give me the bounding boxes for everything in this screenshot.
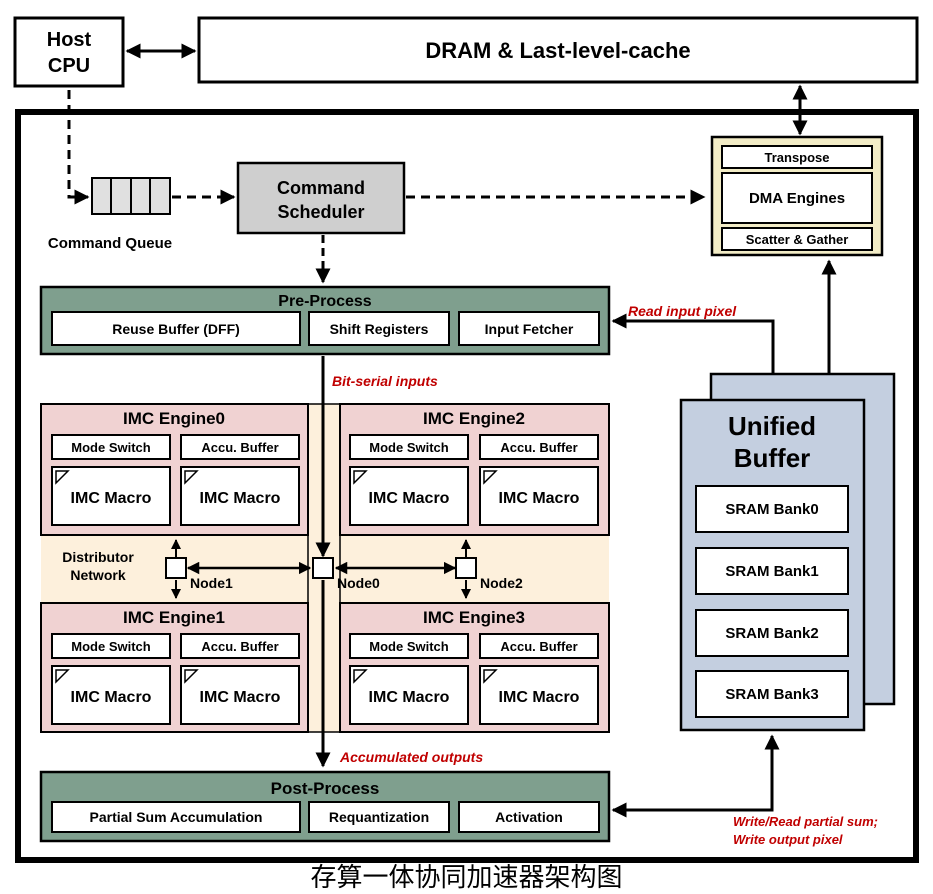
macro-corner-icon	[353, 470, 368, 485]
imc-engine2: IMC Engine2 Mode Switch Accu. Buffer IMC…	[339, 403, 610, 536]
imc-engine2-title: IMC Engine2	[423, 409, 525, 428]
distributor-label-2: Network	[70, 567, 125, 583]
host-to-queue-arrow	[67, 90, 90, 205]
node1-label: Node1	[190, 575, 233, 591]
mode-switch-label: Mode Switch	[71, 440, 151, 455]
macro-corner-icon	[55, 669, 70, 684]
imc-macro-label: IMC Macro	[71, 689, 152, 706]
imc-macro-label: IMC Macro	[200, 689, 281, 706]
partial-sum-label: Partial Sum Accumulation	[90, 809, 263, 825]
command-queue: Command Queue	[48, 177, 172, 252]
host-cpu-label-2: CPU	[48, 55, 90, 77]
accumulated-outputs-label: Accumulated outputs	[339, 749, 483, 765]
node1-box	[165, 557, 187, 579]
imc-engine1: IMC Engine1 Mode Switch Accu. Buffer IMC…	[40, 602, 309, 733]
macro-corner-icon	[184, 470, 199, 485]
unified-buffer-title-2: Buffer	[734, 443, 811, 473]
transpose-label: Transpose	[764, 150, 829, 165]
accu-buffer-label: Accu. Buffer	[201, 639, 278, 654]
macro-corner-icon	[55, 470, 70, 485]
node0-box	[312, 557, 334, 579]
dram-block: DRAM & Last-level-cache	[197, 16, 919, 84]
unified-buffer-title-1: Unified	[728, 411, 816, 441]
node2-box	[455, 557, 477, 579]
reuse-buffer-label: Reuse Buffer (DFF)	[112, 321, 240, 337]
scheduler-label-2: Scheduler	[277, 202, 364, 222]
requantization-label: Requantization	[329, 809, 429, 825]
unified-buffer: Unified Buffer SRAM Bank0 SRAM Bank1 SRA…	[679, 372, 896, 732]
post-process-block: Post-Process Partial Sum Accumulation Re…	[39, 770, 611, 843]
imc-engine3: IMC Engine3 Mode Switch Accu. Buffer IMC…	[339, 602, 610, 733]
imc-engine3-title: IMC Engine3	[423, 608, 525, 627]
host-cpu-block: Host CPU	[13, 16, 125, 88]
scheduler-label-1: Command	[277, 178, 365, 198]
read-input-pixel-label: Read input pixel	[628, 303, 737, 319]
distributor-label-1: Distributor	[62, 549, 134, 565]
pre-process-block: Pre-Process Reuse Buffer (DFF) Shift Reg…	[39, 285, 611, 356]
post-process-title: Post-Process	[271, 779, 380, 798]
imc-macro-label: IMC Macro	[71, 490, 152, 507]
node2-label: Node2	[480, 575, 523, 591]
accu-buffer-label: Accu. Buffer	[500, 639, 577, 654]
macro-corner-icon	[353, 669, 368, 684]
host-cpu-label-1: Host	[47, 29, 92, 51]
sram-bank0-label: SRAM Bank0	[725, 501, 818, 518]
dram-label: DRAM & Last-level-cache	[425, 38, 690, 63]
imc-macro-label: IMC Macro	[200, 490, 281, 507]
imc-macro-label: IMC Macro	[499, 689, 580, 706]
mode-switch-label: Mode Switch	[369, 440, 449, 455]
figure-caption: 存算一体协同加速器架构图	[310, 863, 623, 893]
dma-engines-label: DMA Engines	[749, 190, 845, 207]
imc-macro-label: IMC Macro	[369, 490, 450, 507]
accu-buffer-label: Accu. Buffer	[500, 440, 577, 455]
write-read-partial-label: Write/Read partial sum;	[733, 814, 878, 829]
imc-engine0: IMC Engine0 Mode Switch Accu. Buffer IMC…	[40, 403, 309, 536]
imc-engine0-title: IMC Engine0	[123, 409, 225, 428]
command-scheduler: Command Scheduler	[236, 161, 406, 235]
imc-macro-label: IMC Macro	[369, 689, 450, 706]
imc-area: IMC Engine0 Mode Switch Accu. Buffer IMC…	[40, 356, 610, 768]
mode-switch-label: Mode Switch	[369, 639, 449, 654]
dma-block: Transpose DMA Engines Scatter & Gather	[710, 135, 884, 257]
shift-registers-label: Shift Registers	[330, 321, 429, 337]
post-unified-arrow	[611, 734, 780, 818]
write-output-pixel-label: Write output pixel	[733, 832, 843, 847]
macro-corner-icon	[483, 470, 498, 485]
mode-switch-label: Mode Switch	[71, 639, 151, 654]
macro-corner-icon	[483, 669, 498, 684]
command-queue-label: Command Queue	[48, 235, 172, 252]
pre-process-title: Pre-Process	[278, 293, 371, 310]
input-fetcher-label: Input Fetcher	[485, 321, 574, 337]
architecture-diagram: Host CPU DRAM & Last-level-cache Command…	[13, 16, 919, 863]
accu-buffer-label: Accu. Buffer	[201, 440, 278, 455]
bit-serial-inputs-label: Bit-serial inputs	[332, 373, 438, 389]
imc-engine1-title: IMC Engine1	[123, 608, 225, 627]
imc-macro-label: IMC Macro	[499, 490, 580, 507]
node0-label: Node0	[337, 575, 380, 591]
macro-corner-icon	[184, 669, 199, 684]
sram-bank3-label: SRAM Bank3	[725, 686, 818, 703]
sram-bank1-label: SRAM Bank1	[725, 563, 818, 580]
activation-label: Activation	[495, 809, 563, 825]
sram-bank2-label: SRAM Bank2	[725, 625, 818, 642]
accelerator-frame	[15, 109, 919, 863]
scatter-gather-label: Scatter & Gather	[746, 232, 849, 247]
